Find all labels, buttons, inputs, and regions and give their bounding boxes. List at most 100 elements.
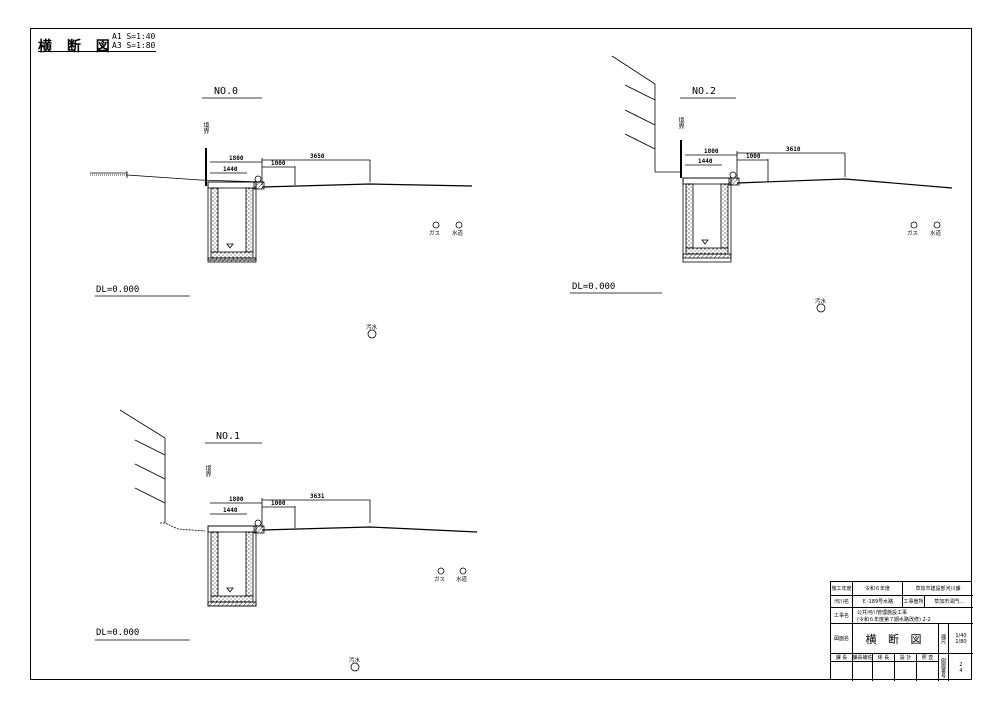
no0-boundary-label: 境界: [202, 122, 209, 134]
no1-dim-1440: 1440: [223, 507, 238, 514]
no1-dim-1000: 1000: [271, 500, 286, 507]
tb-footer-4: 照 査: [917, 654, 939, 662]
no0-dim-1000: 1000: [271, 160, 286, 167]
no1-water-pipe: [459, 567, 467, 575]
no2-slope-top: [611, 55, 656, 85]
section-no0: [90, 97, 473, 339]
tb-sign-3: [895, 662, 917, 681]
no1-dim-a: [134, 439, 166, 456]
tb-work-line2: (令和６年度第７期水路改修) 2-2: [857, 616, 931, 623]
no0-water-label: 水道: [452, 231, 464, 237]
no1-datum-label: DL=0.000: [96, 628, 140, 638]
no2-dim-b: [624, 109, 656, 126]
no2-water-mark: [701, 239, 709, 245]
tb-river: Ｅ-189号水路: [853, 596, 903, 608]
no2-road-surface: [736, 178, 953, 189]
no1-curb: [253, 525, 265, 534]
tb-sheet-label: 図面番号: [939, 654, 949, 681]
no0-gas-label: ガス: [429, 231, 441, 237]
no2-dim-3610: 3610: [786, 146, 801, 153]
tb-sign-4: [917, 662, 939, 681]
no0-left-wall: [210, 187, 219, 253]
no1-ground: [160, 522, 206, 532]
no0-water-mark: [226, 243, 234, 249]
tb-sign-0: [831, 662, 853, 681]
no2-sewer-label: 汚水: [815, 299, 827, 305]
no2-boundary-label: 境界: [677, 117, 684, 129]
tb-place: 草加市清門...: [925, 596, 973, 608]
no0-right-wall: [245, 187, 254, 253]
tb-year: 令和６年度: [853, 582, 903, 596]
tb-footer-1: 課長補佐: [853, 654, 873, 662]
no1-base-slab: [210, 595, 254, 603]
no2-dim-a: [624, 84, 656, 101]
tb-drawing-label: 図面名: [831, 624, 853, 654]
no1-dim-1800: 1800: [229, 496, 244, 503]
no1-cover: [207, 525, 257, 533]
tb-river-label: 河川名: [831, 596, 853, 608]
tb-sign-1: [853, 662, 873, 681]
no2-dim-1800: 1800: [704, 148, 719, 155]
no1-dim-b: [134, 463, 166, 480]
tb-place-label: 工事箇所: [903, 596, 925, 608]
tb-sign-2: [873, 662, 895, 681]
no0-datum-label: DL=0.000: [96, 285, 140, 295]
no0-road-surface: [261, 183, 473, 188]
no0-cover: [207, 181, 257, 189]
no1-dim-c: [134, 487, 166, 504]
no1-water-label: 水道: [456, 577, 468, 583]
tb-sheet-total: 4: [959, 667, 963, 674]
tb-year-label: 施工年度: [831, 582, 853, 596]
no2-water-pipe: [933, 221, 941, 229]
no1-curb-round: [254, 519, 262, 527]
scale-a1: A1 S=1:40: [112, 32, 156, 41]
title-block: 施工年度 令和６年度 草加市建設部河川課 河川名 Ｅ-189号水路 工事箇所 草…: [830, 581, 973, 681]
no1-foundation: [207, 601, 257, 607]
no0-curb: [253, 181, 265, 190]
no0-gas-pipe: [432, 221, 440, 229]
no2-cover: [682, 177, 732, 185]
drawing-frame: [30, 28, 972, 680]
section-no2: [570, 55, 953, 313]
tb-work-line1: 公共河川管理施設工事: [857, 609, 908, 616]
no2-left-wall: [685, 183, 694, 249]
no1-slope-top: [119, 409, 166, 439]
tb-footer-3: 設 計: [895, 654, 917, 662]
no2-foundation: [682, 253, 732, 259]
no1-sewer-pipe: [350, 662, 360, 672]
no1-section-label: NO.1: [216, 431, 241, 442]
tb-sheet: 2 4: [949, 654, 973, 681]
tb-work-label: 工事名: [831, 608, 853, 624]
no0-curb-round: [254, 175, 262, 183]
tb-scale-1: 1/40: [955, 632, 967, 639]
no1-road-surface: [261, 526, 478, 533]
no1-dim-3631: 3631: [310, 493, 325, 500]
no0-sewer-pipe: [367, 329, 377, 339]
tb-scale-2: 1/80: [955, 638, 967, 645]
no0-dim-3650: 3650: [310, 153, 325, 160]
tb-office: 草加市建設部河川課: [903, 582, 973, 596]
no1-left-wall: [210, 531, 219, 597]
title-underline: [38, 51, 156, 52]
no0-water-pipe: [455, 221, 463, 229]
no0-dim-1800: 1800: [229, 155, 244, 162]
no1-boundary-label: 境界: [204, 465, 211, 477]
no2-curb-round: [729, 171, 737, 179]
tb-footer-2: 係 長: [873, 654, 895, 662]
no2-dim-c: [624, 133, 656, 150]
tb-scale-label: 縮尺: [939, 624, 949, 654]
no0-sewer-label: 汚水: [366, 325, 378, 331]
section-no1: [95, 409, 478, 672]
no2-curb: [728, 177, 740, 186]
tb-drawing-name: 横 断 図: [853, 624, 939, 654]
no2-right-wall: [720, 183, 729, 249]
no0-section-label: NO.0: [214, 86, 239, 97]
scale-a3: A3 S=1:80: [112, 41, 156, 50]
no2-sewer-pipe: [816, 303, 826, 313]
no1-right-wall: [245, 531, 254, 597]
no2-gas-pipe: [910, 221, 918, 229]
tb-footer-0: 課 長: [831, 654, 853, 662]
no1-sewer-label: 汚水: [349, 658, 361, 664]
no0-dim-1440: 1440: [223, 166, 238, 173]
